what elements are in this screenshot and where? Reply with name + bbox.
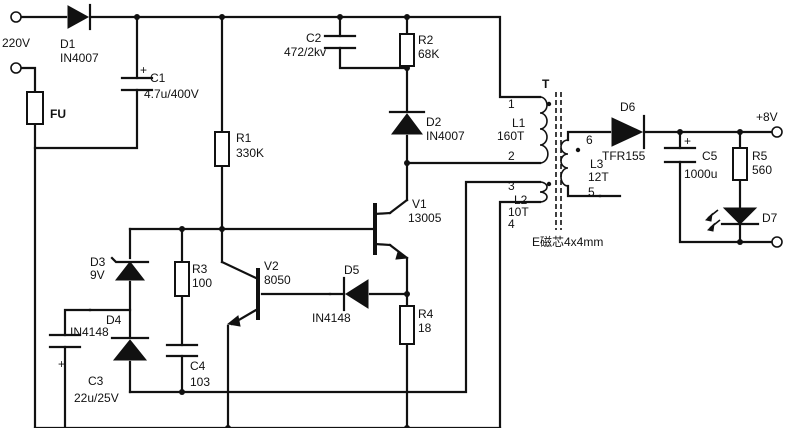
diode-d5: D5 IN4148 <box>312 263 369 325</box>
r1-value: 330K <box>236 146 264 160</box>
l2-pin-start: 3 <box>508 179 515 193</box>
c3-value: 22u/25V <box>74 391 119 405</box>
l3-value: 12T <box>588 170 609 184</box>
diode-d6: D6 TFR155 <box>602 100 646 163</box>
l3-pin-end: 5 <box>588 185 595 199</box>
c1-value: 4.7u/400V <box>144 87 199 101</box>
c5-value: 1000u <box>684 167 717 181</box>
r3-value: 100 <box>192 276 212 290</box>
c5-polarity: + <box>684 134 691 148</box>
resistor-r3: R3 100 <box>174 261 212 297</box>
d4-value: IN4148 <box>70 325 109 339</box>
transformer-ref: T <box>542 77 550 91</box>
r4-value: 18 <box>418 321 432 335</box>
c4-value: 103 <box>190 375 210 389</box>
resistor-r1: R1 330K <box>214 131 264 167</box>
d6-ref: D6 <box>620 100 636 114</box>
c1-polarity: + <box>140 63 147 77</box>
d7-ref: D7 <box>762 211 778 225</box>
output-terminals: +8V <box>756 110 783 248</box>
wiring <box>20 15 774 428</box>
transistor-v2: V2 8050 <box>226 259 291 327</box>
c2-value: 472/2kv <box>284 45 326 59</box>
capacitor-c1: + C1 4.7u/400V <box>120 63 199 101</box>
d5-value: IN4148 <box>312 311 351 325</box>
resistor-r4: R4 18 <box>399 305 434 345</box>
fuse-ref: FU <box>50 107 66 121</box>
d6-value: TFR155 <box>602 149 646 163</box>
v1-value: 13005 <box>408 211 442 225</box>
d3-value: 9V <box>90 268 105 282</box>
c2-ref: C2 <box>306 31 322 45</box>
c3-ref: C3 <box>88 374 104 388</box>
c1-ref: C1 <box>150 71 166 85</box>
junction-dots <box>134 14 743 428</box>
transistor-v1: V1 13005 <box>373 197 442 260</box>
l1-pin-end: 2 <box>508 149 515 163</box>
diode-d1: D1 IN4007 <box>60 3 99 65</box>
input-terminals: 220V <box>2 11 30 74</box>
diode-d2: D2 IN4007 <box>388 110 465 143</box>
v1-ref: V1 <box>412 197 427 211</box>
diode-d4: D4 IN4148 <box>70 313 150 361</box>
resistor-r5: R5 560 <box>732 147 772 181</box>
fuse-fu: FU <box>26 91 66 125</box>
l3-ref: L3 <box>590 157 604 171</box>
r5-value: 560 <box>752 163 772 177</box>
l2-value: 10T <box>508 205 529 219</box>
zener-d3: D3 9V <box>90 255 150 282</box>
capacitor-c4: C4 103 <box>165 343 210 389</box>
core-label: E磁芯4x4mm <box>532 234 603 249</box>
d1-value: IN4007 <box>60 51 99 65</box>
d3-ref: D3 <box>90 255 106 269</box>
capacitor-c3: + C3 22u/25V <box>48 308 119 405</box>
r2-ref: R2 <box>418 33 434 47</box>
r4-ref: R4 <box>418 307 434 321</box>
c5-ref: C5 <box>702 149 718 163</box>
r1-ref: R1 <box>236 131 252 145</box>
d2-value: IN4007 <box>426 129 465 143</box>
c4-ref: C4 <box>190 359 206 373</box>
output-voltage-label: +8V <box>756 110 778 124</box>
d2-ref: D2 <box>426 115 442 129</box>
l3-pin-start: 6 <box>586 133 593 147</box>
l2-ref: L2 <box>514 193 528 207</box>
capacitor-c5: + C5 1000u <box>663 134 718 181</box>
r5-ref: R5 <box>752 149 768 163</box>
l2-pin-end: 4 <box>508 217 515 231</box>
input-voltage-label: 220V <box>2 36 30 50</box>
r3-ref: R3 <box>192 262 208 276</box>
d4-ref: D4 <box>106 313 122 327</box>
l1-ref: L1 <box>512 116 526 130</box>
v2-ref: V2 <box>264 259 279 273</box>
l1-pin-start: 1 <box>508 97 515 111</box>
d5-ref: D5 <box>344 263 360 277</box>
capacitor-c2: C2 472/2kv <box>284 31 357 59</box>
transformer-t: T 1 2 L1 160T 3 4 L2 10T E磁芯4x4mm 6 5 L3… <box>497 77 609 249</box>
led-d7: D7 <box>704 207 778 232</box>
d1-ref: D1 <box>60 37 76 51</box>
l1-value: 160T <box>497 129 525 143</box>
v2-value: 8050 <box>264 273 291 287</box>
resistor-r2: R2 68K <box>399 33 439 67</box>
r2-value: 68K <box>418 47 439 61</box>
c3-polarity: + <box>58 357 65 371</box>
